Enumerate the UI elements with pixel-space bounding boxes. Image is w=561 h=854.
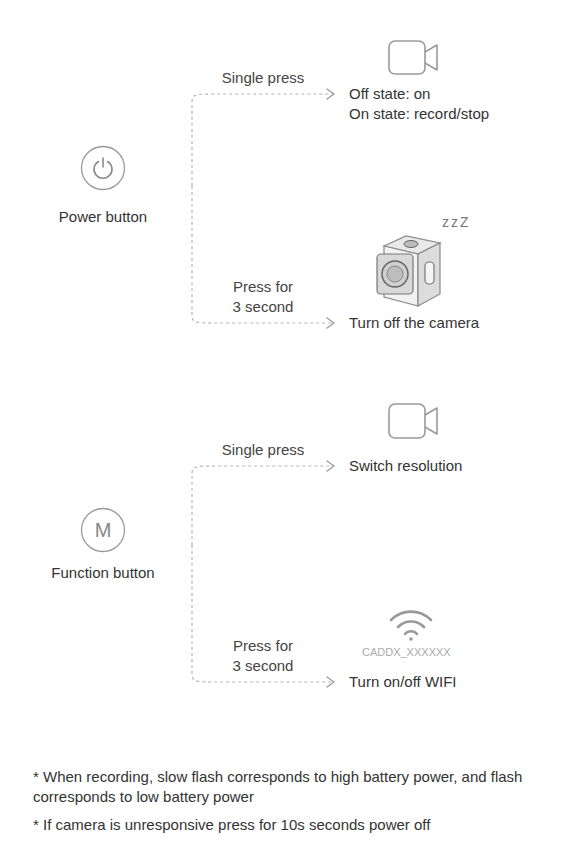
footnote: * When recording, slow flash corresponds…	[33, 767, 525, 807]
node-text: Power button	[14, 207, 192, 227]
function-button-circle: M	[80, 507, 126, 553]
action-node: CADDX_XXXXXX Turn on/off WIFI	[336, 645, 457, 692]
power-button-circle	[80, 145, 126, 191]
video-camera-icon	[389, 404, 437, 438]
node-text: Off state: on	[349, 84, 489, 104]
node-text: Switch resolution	[349, 456, 462, 476]
dashed-connector	[192, 186, 334, 328]
action-node: Turn off the camera	[336, 313, 479, 333]
button-node: M Function button	[14, 507, 192, 583]
node-text: Function button	[14, 563, 192, 583]
node-text: Turn off the camera	[349, 313, 479, 333]
button-outline	[80, 145, 126, 191]
edge-label: Press for 3 second	[228, 636, 298, 676]
node-text: CADDX_XXXXXX	[349, 645, 457, 659]
edge-label: Single press	[213, 68, 313, 88]
action-node: Off state: onOn state: record/stop	[336, 84, 489, 124]
wifi-icon	[391, 612, 431, 641]
button-letter: M	[80, 507, 126, 553]
video-camera-icon	[389, 41, 437, 74]
footnote: * If camera is unresponsive press for 10…	[33, 815, 533, 835]
action-node: Switch resolution	[336, 456, 462, 476]
camera-cube-illustration	[377, 236, 440, 306]
edge-label: Single press	[213, 440, 313, 460]
node-text: Turn on/off WIFI	[349, 672, 457, 692]
sleep-symbol: zzZ	[442, 212, 492, 232]
button-node: Power button	[14, 145, 192, 227]
dashed-connector	[192, 461, 334, 545]
dashed-connector	[192, 545, 334, 687]
dashed-connector	[192, 89, 334, 186]
edge-label: Press for 3 second	[228, 277, 298, 317]
node-text: On state: record/stop	[349, 104, 489, 124]
